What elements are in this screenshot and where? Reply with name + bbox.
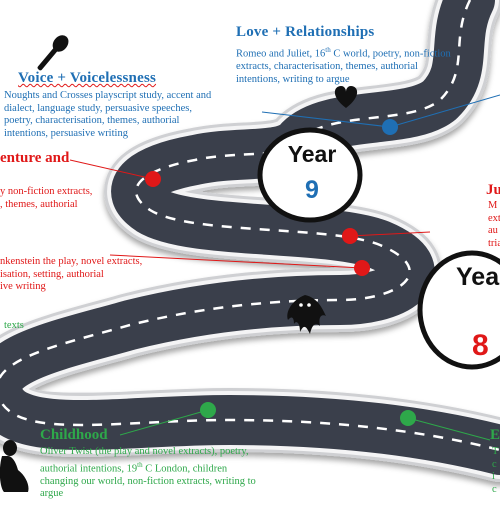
frankenstein-line-3: ive writing <box>0 281 46 292</box>
ghost-icon <box>287 295 326 334</box>
voice-line-2: dialect, language study, persuasive spee… <box>4 102 192 114</box>
childhood-text: Oliver Twist (the play and novel extract… <box>40 446 280 501</box>
texts-fragment: texts <box>4 320 24 331</box>
year-9-word: Year <box>288 141 337 167</box>
frankenstein-line-2: isation, setting, authorial <box>0 268 104 280</box>
right-green-line-4: c <box>492 483 497 495</box>
connector-love-right <box>389 94 500 128</box>
child-silhouette-icon <box>0 440 29 492</box>
childhood-line-3: changing our world, non-fiction extracts… <box>40 475 256 487</box>
voice-voicelessness-text: Noughts and Crosses playscript study, ac… <box>4 90 254 140</box>
voice-voicelessness-title: Voice + Voicelessness <box>18 70 157 86</box>
right-green-line-2: c <box>492 458 497 470</box>
justice-line-4: tria <box>488 237 500 249</box>
connector-love <box>261 111 391 128</box>
right-green-text-fragment: T c i c <box>492 446 500 496</box>
stop-dot-frankenstein <box>354 260 370 276</box>
frankenstein-text: nkenstein the play, novel extracts, isat… <box>0 256 170 294</box>
voice-line-1: Noughts and Crosses playscript study, ac… <box>4 90 212 101</box>
voice-line-3: poetry, characterisation, themes, author… <box>4 115 180 126</box>
stop-dot-justice <box>342 228 358 244</box>
year-8-badge: Year 8 <box>417 250 500 370</box>
justice-text-fragment: M ext au tria <box>488 200 500 250</box>
connector-right-green <box>407 417 491 441</box>
stop-dot-childhood <box>200 402 216 418</box>
adventure-line-2: , themes, authorial <box>0 198 78 210</box>
justice-line-3: au <box>488 225 498 236</box>
connector-childhood <box>119 409 209 436</box>
road-center-dashes <box>0 0 500 450</box>
year-9-number: 9 <box>305 176 319 204</box>
right-green-title-fragment: E <box>490 427 500 443</box>
year-9-badge: Year 9 <box>257 127 363 223</box>
right-green-line-3: i <box>492 471 495 482</box>
justice-line-1: M <box>488 200 498 211</box>
adventure-line-1: y non-fiction extracts, <box>0 186 93 197</box>
voice-line-4: intentions, persuasive writing <box>4 127 128 139</box>
adventure-text: y non-fiction extracts, , themes, author… <box>0 186 130 211</box>
stop-dot-love <box>382 119 398 135</box>
adventure-title: enture and <box>0 150 70 166</box>
justice-line-2: ext <box>488 212 500 224</box>
childhood-line-4: argue <box>40 488 64 499</box>
connector-frankenstein <box>109 254 363 269</box>
love-relationships-text: Romeo and Juliet, 16th C world, poetry, … <box>236 44 500 86</box>
frankenstein-line-1: nkenstein the play, novel extracts, <box>0 256 143 267</box>
childhood-line-1: Oliver Twist (the play and novel extract… <box>40 446 249 457</box>
connector-adventure <box>69 159 154 180</box>
right-green-line-1: T <box>492 446 499 457</box>
connector-justice <box>349 231 431 237</box>
love-line-2: extracts, characterisation, themes, auth… <box>236 61 418 72</box>
year-8-word: Year <box>456 263 500 291</box>
love-line-3: intentions, writing to argue <box>236 73 350 85</box>
stop-dot-adventure <box>145 171 161 187</box>
year-8-number: 8 <box>472 329 489 362</box>
childhood-title: Childhood <box>40 427 108 443</box>
love-relationships-title: Love + Relationships <box>236 24 375 40</box>
stop-dot-right-green <box>400 410 416 426</box>
childhood-line-2: authorial intentions, 19th C London, chi… <box>40 460 228 475</box>
heart-icon <box>334 86 358 108</box>
love-line-1: Romeo and Juliet, 16th C world, poetry, … <box>236 46 451 60</box>
microphone-icon <box>37 35 69 71</box>
justice-title-fragment: Ju <box>486 182 500 198</box>
